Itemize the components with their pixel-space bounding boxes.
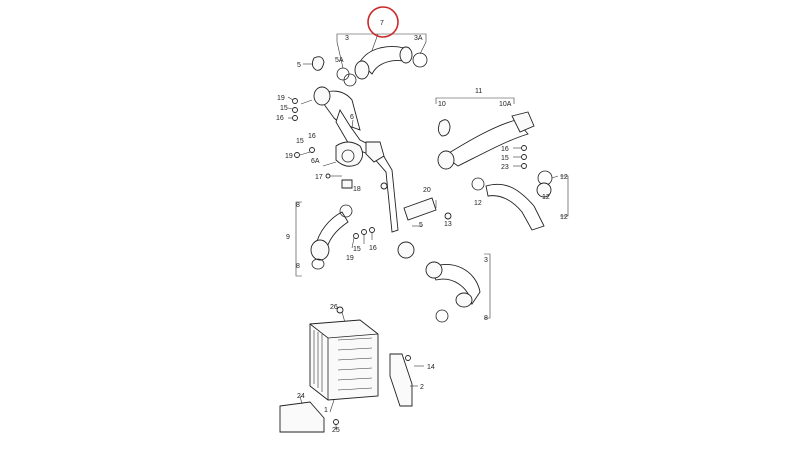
center-fittings-group — [351, 225, 422, 259]
label-16d: 16 — [369, 245, 377, 252]
upper-left-pipe-group — [287, 56, 399, 233]
support-bracket-part — [403, 197, 437, 221]
label-12b: 12 — [542, 194, 550, 201]
label-5a: 5A — [335, 57, 344, 64]
mount-bracket-part — [365, 141, 385, 163]
label-5: 5 — [297, 62, 301, 69]
label-15b: 15 — [296, 138, 304, 145]
label-12a: 12 — [560, 174, 568, 181]
intercooler-part — [309, 319, 379, 401]
label-9: 9 — [286, 234, 290, 241]
label-19c: 19 — [346, 255, 354, 262]
mount-bracket-group — [389, 353, 424, 407]
pipe-end-part — [511, 111, 535, 133]
o-ring-part — [412, 52, 428, 68]
long-pipe-part — [335, 108, 399, 233]
air-duct-part — [279, 401, 325, 433]
hose-clamp-part — [425, 261, 443, 279]
part-labels: 7 3 3A 5 5A 19 15 16 6 16 15 19 6A 17 18… — [276, 20, 568, 434]
label-6: 6 — [350, 114, 354, 121]
label-19b: 19 — [285, 153, 293, 160]
label-3b: 3 — [484, 257, 488, 264]
top-hose-group — [336, 33, 428, 87]
label-8b: 8 — [296, 263, 300, 270]
pipe-flange-part — [313, 86, 331, 106]
label-15d: 15 — [353, 246, 361, 253]
pipe-flange-part — [437, 150, 455, 170]
hose-clamp-part — [397, 241, 415, 259]
middle-bracket-group — [294, 141, 388, 190]
label-25: 25 — [332, 427, 340, 434]
label-16c: 16 — [501, 146, 509, 153]
o-ring-part — [435, 309, 449, 323]
highlight-circle — [367, 6, 399, 38]
label-2: 2 — [420, 384, 424, 391]
lower-middle-hose-group — [425, 253, 491, 323]
label-7: 7 — [380, 20, 384, 27]
intercooler-group — [309, 306, 379, 430]
label-3a: 3A — [414, 35, 423, 42]
label-12c: 12 — [474, 200, 482, 207]
shroud-group — [279, 395, 325, 433]
hose-clamp-part — [536, 182, 552, 198]
o-ring-part — [343, 73, 357, 87]
label-10a: 10A — [499, 101, 512, 108]
label-20: 20 — [423, 187, 431, 194]
label-1: 1 — [324, 407, 328, 414]
right-hose-group — [435, 97, 569, 231]
label-16: 16 — [276, 115, 284, 122]
label-15c: 15 — [501, 155, 509, 162]
label-8c: 8 — [484, 315, 488, 322]
label-18: 18 — [353, 186, 361, 193]
label-10: 10 — [438, 101, 446, 108]
hose-clamp-part — [354, 60, 370, 80]
o-ring-part — [311, 258, 325, 270]
label-8a: 8 — [296, 202, 300, 209]
transfer-hose-part — [429, 264, 481, 306]
seal-part — [311, 56, 325, 71]
bracket-20-group — [403, 197, 452, 221]
bolt-block-part — [341, 179, 353, 189]
o-ring-part — [336, 67, 350, 81]
hose-clamp-part — [399, 46, 413, 64]
hose-clamp-part — [455, 292, 473, 308]
label-17: 17 — [315, 174, 323, 181]
clamp-bracket-part — [335, 141, 363, 167]
label-15: 15 — [280, 105, 288, 112]
hose-clamp-part — [310, 239, 330, 261]
label-19: 19 — [277, 95, 285, 102]
o-ring-part — [471, 177, 485, 191]
label-16b: 16 — [308, 133, 316, 140]
left-hose-group — [295, 201, 353, 277]
label-13: 13 — [444, 221, 452, 228]
label-14: 14 — [427, 364, 435, 371]
label-23: 23 — [501, 164, 509, 171]
label-26: 26 — [330, 304, 338, 311]
label-5b: 5 — [419, 222, 423, 229]
label-6a: 6A — [311, 158, 320, 165]
lower-hose-part — [485, 183, 545, 231]
o-ring-part — [339, 204, 353, 218]
seal-part — [437, 119, 451, 137]
label-12d: 12 — [560, 214, 568, 221]
label-3: 3 — [345, 35, 349, 42]
label-24: 24 — [297, 393, 305, 400]
label-11: 11 — [475, 88, 482, 95]
boost-pipe-part — [443, 119, 529, 167]
cooler-bracket-part — [389, 353, 413, 407]
